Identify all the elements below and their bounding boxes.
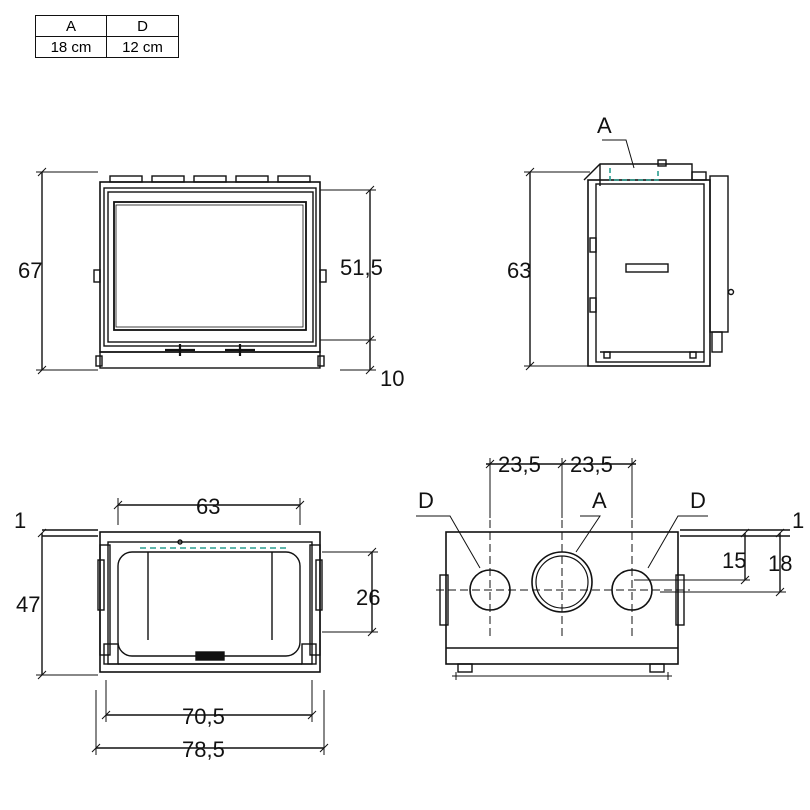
rear-height-18-label: 18 xyxy=(768,551,792,576)
spec-value-d: 12 cm xyxy=(106,36,179,58)
spec-table-value-row: 18 cm 12 cm xyxy=(35,36,179,58)
top-inner-depth-label: 26 xyxy=(356,585,380,610)
rear-outlet-a xyxy=(531,551,593,613)
spec-value-a: 18 cm xyxy=(35,36,107,58)
side-view: 63 A xyxy=(507,113,735,371)
rear-outlet-d-right xyxy=(611,569,653,611)
top-view: 63 1 47 26 70,5 xyxy=(14,494,380,762)
top-width-inner-label: 70,5 xyxy=(182,704,225,729)
top-depth-label: 47 xyxy=(16,592,40,617)
top-width-outer-label: 78,5 xyxy=(182,737,225,762)
top-vents xyxy=(109,175,311,183)
front-base-offset-label: 10 xyxy=(380,366,404,391)
rear-spacing-right-label: 23,5 xyxy=(570,452,613,477)
spec-table: A D 18 cm 12 cm xyxy=(35,15,179,58)
rear-height-15-label: 15 xyxy=(722,548,746,573)
rear-view: 23,5 23,5 D A D 1 xyxy=(416,452,804,680)
side-height-label: 63 xyxy=(507,258,531,283)
side-outlet-label: A xyxy=(597,113,612,138)
rear-offset-label: 1 xyxy=(792,508,804,533)
top-inner-width-label: 63 xyxy=(196,494,220,519)
rear-label-d-left: D xyxy=(418,488,434,513)
rear-label-a: A xyxy=(592,488,607,513)
front-height-label: 67 xyxy=(18,258,42,283)
front-view: 67 51,5 10 xyxy=(18,167,404,391)
top-offset-label: 1 xyxy=(14,508,26,533)
rear-spacing-left-label: 23,5 xyxy=(498,452,541,477)
rear-outlet-d-left xyxy=(469,569,511,611)
rear-label-d-right: D xyxy=(690,488,706,513)
front-glass-height-label: 51,5 xyxy=(340,255,383,280)
spec-table-header-row: A D xyxy=(35,15,179,37)
